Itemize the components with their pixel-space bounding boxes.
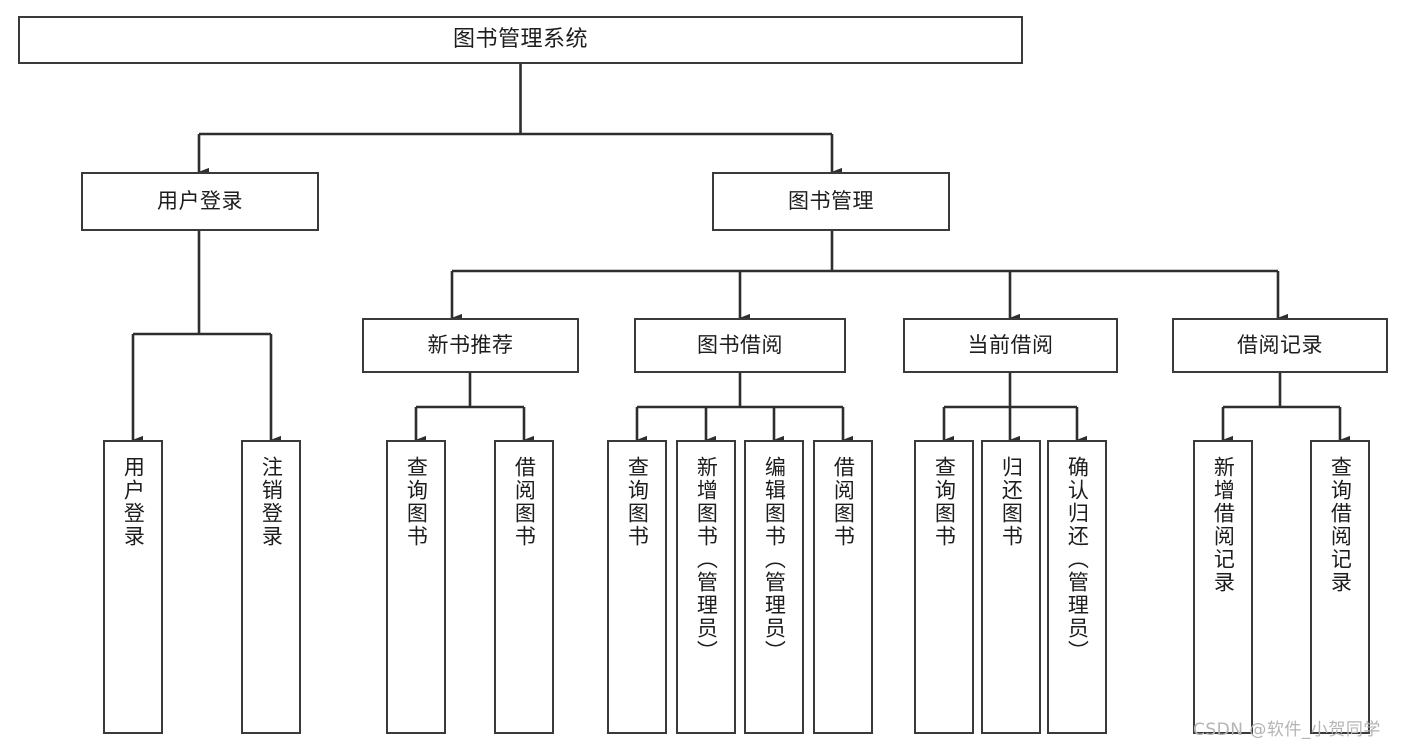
leaf-add-book-admin[interactable]: 新增图书（管理员） xyxy=(676,440,736,734)
leaf-query-book-recommendation[interactable]: 查询图书 xyxy=(386,440,446,734)
node-label: 用户登录 xyxy=(157,189,243,214)
node-label: 注销登录 xyxy=(259,456,284,548)
node-label: 编辑图书（管理员） xyxy=(762,456,787,663)
leaf-borrow-book-recommendation[interactable]: 借阅图书 xyxy=(494,440,554,734)
leaf-edit-book-admin[interactable]: 编辑图书（管理员） xyxy=(744,440,804,734)
leaf-logout[interactable]: 注销登录 xyxy=(241,440,301,734)
node-borrow-record[interactable]: 借阅记录 xyxy=(1172,318,1388,373)
leaf-return-book[interactable]: 归还图书 xyxy=(981,440,1041,734)
node-root-book-management-system[interactable]: 图书管理系统 xyxy=(18,16,1023,64)
node-label: 查询图书 xyxy=(932,456,957,548)
leaf-borrow-book[interactable]: 借阅图书 xyxy=(813,440,873,734)
node-book-borrow[interactable]: 图书借阅 xyxy=(634,318,846,373)
node-label: 借阅图书 xyxy=(512,456,537,548)
node-user-login[interactable]: 用户登录 xyxy=(81,172,319,231)
node-label: 查询借阅记录 xyxy=(1328,456,1353,594)
node-label: 查询图书 xyxy=(625,456,650,548)
node-label: 当前借阅 xyxy=(967,333,1054,358)
node-label: 借阅记录 xyxy=(1237,333,1323,358)
node-label: 用户登录 xyxy=(121,456,146,548)
node-label: 查询图书 xyxy=(404,456,429,548)
node-new-book-recommendation[interactable]: 新书推荐 xyxy=(362,318,579,373)
node-label: 新增图书（管理员） xyxy=(694,456,719,663)
node-label: 确认归还（管理员） xyxy=(1065,456,1090,663)
leaf-query-book-current[interactable]: 查询图书 xyxy=(914,440,974,734)
node-label: 新书推荐 xyxy=(427,333,514,358)
leaf-add-borrow-record[interactable]: 新增借阅记录 xyxy=(1193,440,1253,734)
node-label: 借阅图书 xyxy=(831,456,856,548)
node-label: 图书借阅 xyxy=(697,333,783,358)
csdn-watermark: CSDN @软件_小贺同学 xyxy=(1193,720,1381,740)
leaf-user-login[interactable]: 用户登录 xyxy=(103,440,163,734)
node-label: 新增借阅记录 xyxy=(1211,456,1236,594)
node-label: 归还图书 xyxy=(999,456,1024,548)
leaf-confirm-return-admin[interactable]: 确认归还（管理员） xyxy=(1047,440,1107,734)
leaf-query-borrow-record[interactable]: 查询借阅记录 xyxy=(1310,440,1370,734)
node-label: 图书管理系统 xyxy=(452,27,588,53)
node-book-management[interactable]: 图书管理 xyxy=(712,172,950,231)
node-current-borrow[interactable]: 当前借阅 xyxy=(903,318,1118,373)
node-label: 图书管理 xyxy=(788,189,874,214)
leaf-query-book-borrow[interactable]: 查询图书 xyxy=(607,440,667,734)
